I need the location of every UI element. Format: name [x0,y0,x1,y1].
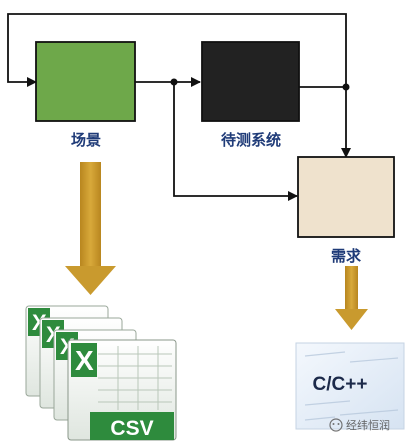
watermark-text: 经纬恒润 [346,418,390,432]
scene-label: 场景 [71,131,101,149]
requirements-label: 需求 [331,247,362,265]
scene-output-arrow [65,162,116,295]
svg-text:X: X [75,345,94,376]
cpp-label: C/C++ [313,374,368,395]
junction-dot-right [342,83,350,91]
cpp-code-icon: C/C++ [295,342,405,430]
requirements-node [297,156,395,238]
csv-label: CSV [110,417,153,440]
csv-files-icon: X X X X [25,305,177,441]
requirements-output-arrow [335,266,368,330]
scene-node [35,41,136,122]
system-under-test-node [201,41,300,122]
junction-dot-left [170,78,178,86]
feedback-loop-line [7,13,347,87]
scene-branch-to-requirements-line [173,82,298,201]
watermark: 经纬恒润 [329,418,390,432]
system-to-requirements-line [299,86,351,158]
system-under-test-label: 待测系统 [221,131,281,149]
